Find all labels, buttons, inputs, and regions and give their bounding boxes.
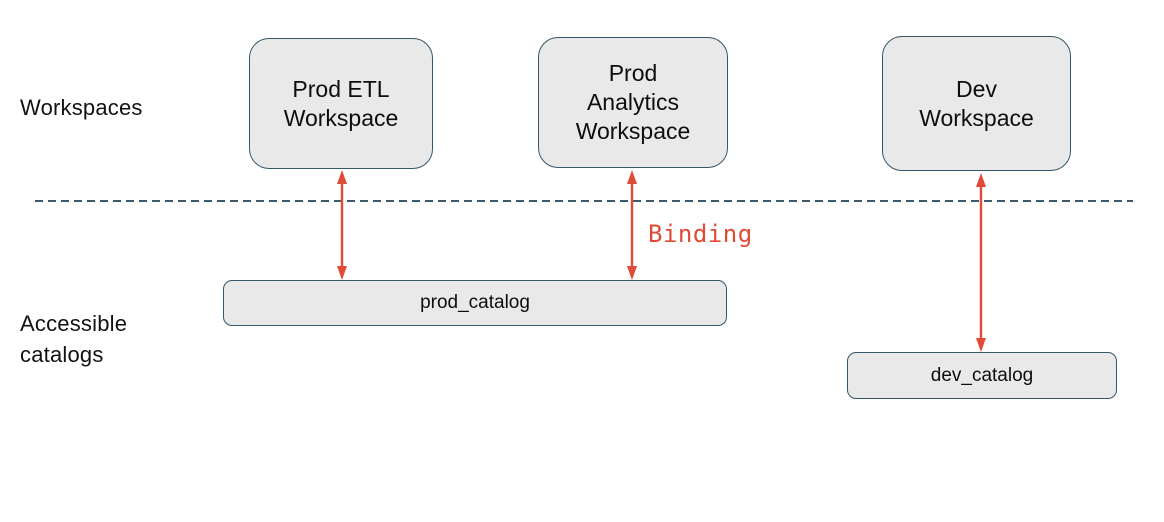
workspace-box-dev-label: Dev Workspace (919, 75, 1034, 131)
catalog-bar-dev: dev_catalog (847, 352, 1117, 399)
workspace-box-prod-analytics-label: Prod Analytics Workspace (575, 60, 691, 144)
catalog-bar-prod: prod_catalog (223, 280, 727, 326)
catalog-bar-dev-label: dev_catalog (930, 364, 1034, 386)
workspace-catalog-divider-line (35, 200, 1133, 202)
binding-label: Binding (648, 220, 753, 248)
workspace-box-dev: Dev Workspace (882, 36, 1071, 171)
workspace-box-prod-etl: Prod ETL Workspace (249, 38, 433, 169)
workspace-box-prod-etl-label: Prod ETL Workspace (283, 75, 399, 131)
workspace-box-prod-analytics: Prod Analytics Workspace (538, 37, 728, 168)
double-arrow-prod-etl-to-prod-catalog (337, 170, 347, 280)
double-arrow-dev-to-dev-catalog (976, 173, 986, 352)
double-arrow-prod-analytics-to-prod-catalog (627, 170, 637, 280)
workspaces-row-label: Workspaces (20, 95, 143, 120)
catalog-bar-prod-label: prod_catalog (420, 292, 530, 313)
catalogs-row-label: Accessible catalogs (20, 311, 128, 367)
